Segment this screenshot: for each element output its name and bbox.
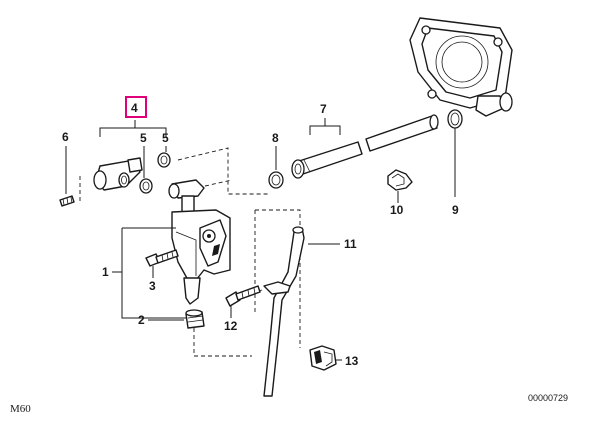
callout-3[interactable]: 3 — [149, 279, 156, 293]
callout-6[interactable]: 6 — [62, 130, 69, 144]
callout-8[interactable]: 8 — [272, 131, 279, 145]
callout-5a[interactable]: 5 — [140, 131, 147, 145]
model-label: M60 — [10, 403, 31, 415]
thermostat-housing — [409, 17, 513, 117]
callout-1[interactable]: 1 — [102, 265, 109, 279]
callout-7[interactable]: 7 — [320, 102, 327, 116]
highlight-box-4 — [125, 96, 147, 118]
expansion-housing-1 — [168, 179, 231, 305]
callout-12[interactable]: 12 — [224, 319, 238, 333]
callout-9[interactable]: 9 — [452, 203, 459, 217]
seal-ring-9 — [447, 109, 463, 129]
bolt-3 — [145, 249, 179, 267]
callout-13[interactable]: 13 — [345, 354, 359, 368]
drain-plug-2 — [185, 309, 205, 329]
screw-6 — [59, 195, 75, 207]
vent-hose-11 — [263, 226, 305, 397]
clip-10 — [387, 169, 413, 191]
callout-2[interactable]: 2 — [138, 313, 145, 327]
seal-ring-8 — [268, 171, 284, 189]
callout-10[interactable]: 10 — [390, 203, 404, 217]
callout-11[interactable]: 11 — [344, 237, 357, 251]
elbow-connector-4 — [93, 157, 143, 191]
seal-ring-5b — [157, 152, 171, 168]
callout-4[interactable]: 4 — [131, 101, 138, 115]
bolt-12 — [225, 285, 261, 307]
coolant-pipe-7 — [291, 114, 439, 179]
clamp-13 — [309, 345, 337, 371]
callout-5b[interactable]: 5 — [162, 131, 169, 145]
diagram-code: 00000729 — [528, 393, 568, 403]
seal-ring-5a — [139, 178, 153, 194]
